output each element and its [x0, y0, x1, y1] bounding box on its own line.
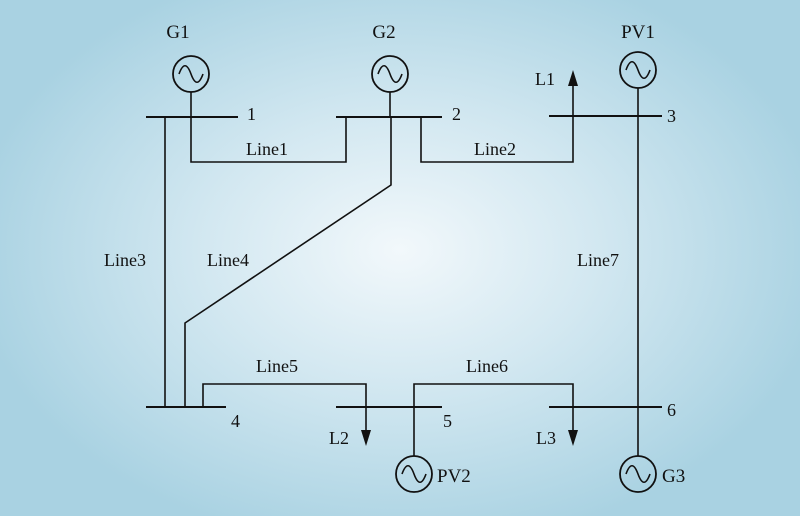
line2-path [420, 116, 574, 163]
bus-4-label: 4 [231, 411, 240, 431]
load-l1-label: L1 [535, 69, 555, 89]
line5-label: Line5 [256, 356, 298, 376]
generator-pv2: PV2 [395, 455, 471, 493]
generator-pv1-label: PV1 [621, 22, 655, 43]
load-l1: L1 [535, 69, 578, 116]
line4-label: Line4 [207, 250, 249, 270]
sine-icon [401, 464, 427, 484]
sine-icon [178, 64, 204, 84]
generator-g3-label: G3 [662, 466, 685, 487]
line7-label: Line7 [577, 250, 619, 270]
generator-g1: G1 [166, 22, 210, 93]
line5-path [202, 383, 367, 407]
sine-icon [377, 64, 403, 84]
generator-g2: G2 [371, 22, 409, 93]
generator-g2-label: G2 [372, 22, 395, 43]
line6-path [413, 383, 574, 407]
line4-path [184, 117, 392, 407]
generator-pv2-label: PV2 [437, 466, 471, 487]
load-l2: L2 [329, 407, 371, 448]
bus-1-label: 1 [247, 104, 256, 124]
generator-g3: G3 [619, 455, 685, 493]
line3-label: Line3 [104, 250, 146, 270]
line2-label: Line2 [474, 139, 516, 159]
load-l3-label: L3 [536, 428, 556, 448]
bus-5-label: 5 [443, 411, 452, 431]
arrow-up-icon [568, 70, 578, 86]
sine-icon [625, 464, 651, 484]
load-l3: L3 [536, 407, 578, 448]
generator-g1-label: G1 [166, 22, 189, 43]
line1-label: Line1 [246, 139, 288, 159]
generator-pv1: PV1 [619, 22, 657, 89]
sine-icon [625, 60, 651, 80]
bus-6-label: 6 [667, 400, 676, 420]
bus-3-label: 3 [667, 106, 676, 126]
load-l2-label: L2 [329, 428, 349, 448]
arrow-down-icon [568, 430, 578, 446]
bus-2-label: 2 [452, 104, 461, 124]
line6-label: Line6 [466, 356, 508, 376]
arrow-down-icon [361, 430, 371, 446]
line1-path [190, 117, 347, 163]
